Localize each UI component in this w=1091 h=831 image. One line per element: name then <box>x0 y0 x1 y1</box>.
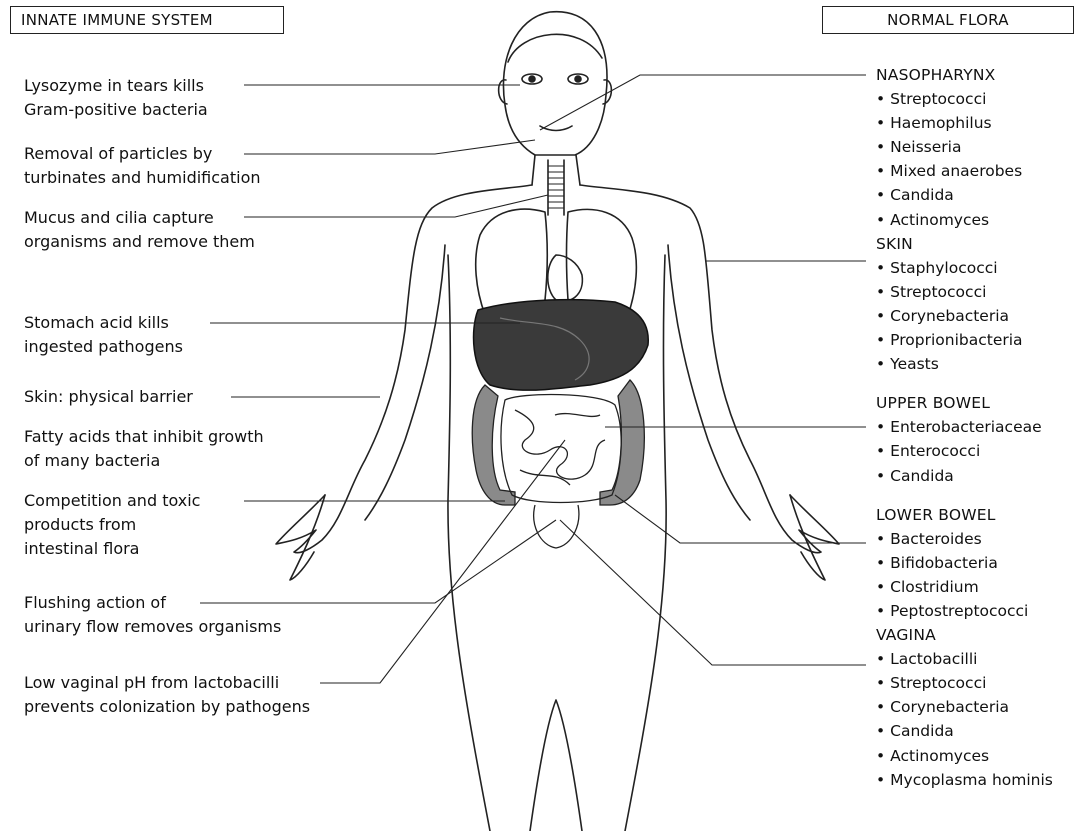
right-hand <box>790 495 825 580</box>
label-line: Low vaginal pH from lactobacilli <box>24 671 310 695</box>
organism-item: Actinomyces <box>876 208 1053 232</box>
label-line: products from <box>24 513 200 537</box>
organism-item: Proprionibacteria <box>876 328 1053 352</box>
label-line: urinary flow removes organisms <box>24 615 281 639</box>
label-intestinal-flora: Competition and toxic products from inte… <box>24 489 200 561</box>
head-outline <box>503 12 607 155</box>
organism-item: Bifidobacteria <box>876 551 1053 575</box>
label-line: of many bacteria <box>24 449 264 473</box>
label-line: Gram-positive bacteria <box>24 98 208 122</box>
organism-item: Corynebacteria <box>876 304 1053 328</box>
organism-item: Streptococci <box>876 87 1053 111</box>
normal-flora-list: NASOPHARYNX Streptococci Haemophilus Nei… <box>876 63 1053 792</box>
organism-item: Corynebacteria <box>876 695 1053 719</box>
label-stomach-acid: Stomach acid kills ingested pathogens <box>24 311 183 359</box>
label-skin-barrier: Skin: physical barrier <box>24 385 193 409</box>
label-line: Fatty acids that inhibit growth <box>24 425 264 449</box>
organism-item: Actinomyces <box>876 744 1053 768</box>
label-line: intestinal flora <box>24 537 200 561</box>
organism-item: Haemophilus <box>876 111 1053 135</box>
organism-item: Enterobacteriaceae <box>876 415 1053 439</box>
organism-item: Enterococci <box>876 439 1053 463</box>
organism-item: Candida <box>876 183 1053 207</box>
label-urinary-flow: Flushing action of urinary flow removes … <box>24 591 281 639</box>
label-line: Skin: physical barrier <box>24 385 193 409</box>
organism-item: Streptococci <box>876 280 1053 304</box>
left-inner-arm <box>365 245 445 520</box>
neck-left <box>532 155 535 185</box>
bladder <box>534 505 579 548</box>
left-hand <box>290 495 325 580</box>
label-line: prevents colonization by pathogens <box>24 695 310 719</box>
site-skin: SKIN <box>876 232 1053 256</box>
label-line: Competition and toxic <box>24 489 200 513</box>
mouth <box>540 126 572 131</box>
label-line: turbinates and humidification <box>24 166 261 190</box>
organism-item: Lactobacilli <box>876 647 1053 671</box>
site-vagina: VAGINA <box>876 623 1053 647</box>
site-upper-bowel: UPPER BOWEL <box>876 391 1053 415</box>
left-lung <box>476 209 548 316</box>
organism-item: Staphylococci <box>876 256 1053 280</box>
liver-stomach <box>474 300 649 391</box>
label-vaginal-ph: Low vaginal pH from lactobacilli prevent… <box>24 671 310 719</box>
site-lower-bowel: LOWER BOWEL <box>876 503 1053 527</box>
organism-item: Neisseria <box>876 135 1053 159</box>
label-line: Flushing action of <box>24 591 281 615</box>
label-line: Stomach acid kills <box>24 311 183 335</box>
inner-legs <box>530 700 582 831</box>
label-line: Mucus and cilia capture <box>24 206 255 230</box>
organism-item: Candida <box>876 719 1053 743</box>
heart <box>548 255 583 301</box>
hair-outline <box>508 34 602 62</box>
organism-item: Streptococci <box>876 671 1053 695</box>
neck-right <box>576 155 580 185</box>
label-line: Lysozyme in tears kills <box>24 74 208 98</box>
label-fatty-acids: Fatty acids that inhibit growth of many … <box>24 425 264 473</box>
organism-item: Candida <box>876 464 1053 488</box>
organism-item: Yeasts <box>876 352 1053 376</box>
label-mucus-cilia: Mucus and cilia capture organisms and re… <box>24 206 255 254</box>
trachea <box>548 160 564 215</box>
organism-item: Clostridium <box>876 575 1053 599</box>
site-nasopharynx: NASOPHARYNX <box>876 63 1053 87</box>
label-lysozyme: Lysozyme in tears kills Gram-positive ba… <box>24 74 208 122</box>
innate-immune-system-header: INNATE IMMUNE SYSTEM <box>10 6 284 34</box>
organism-item: Mixed anaerobes <box>876 159 1053 183</box>
label-turbinates: Removal of particles by turbinates and h… <box>24 142 261 190</box>
normal-flora-header: NORMAL FLORA <box>822 6 1074 34</box>
label-line: ingested pathogens <box>24 335 183 359</box>
organism-item: Bacteroides <box>876 527 1053 551</box>
label-line: organisms and remove them <box>24 230 255 254</box>
organism-item: Mycoplasma hominis <box>876 768 1053 792</box>
organism-item: Peptostreptococci <box>876 599 1053 623</box>
small-intestine <box>501 395 621 503</box>
label-line: Removal of particles by <box>24 142 261 166</box>
